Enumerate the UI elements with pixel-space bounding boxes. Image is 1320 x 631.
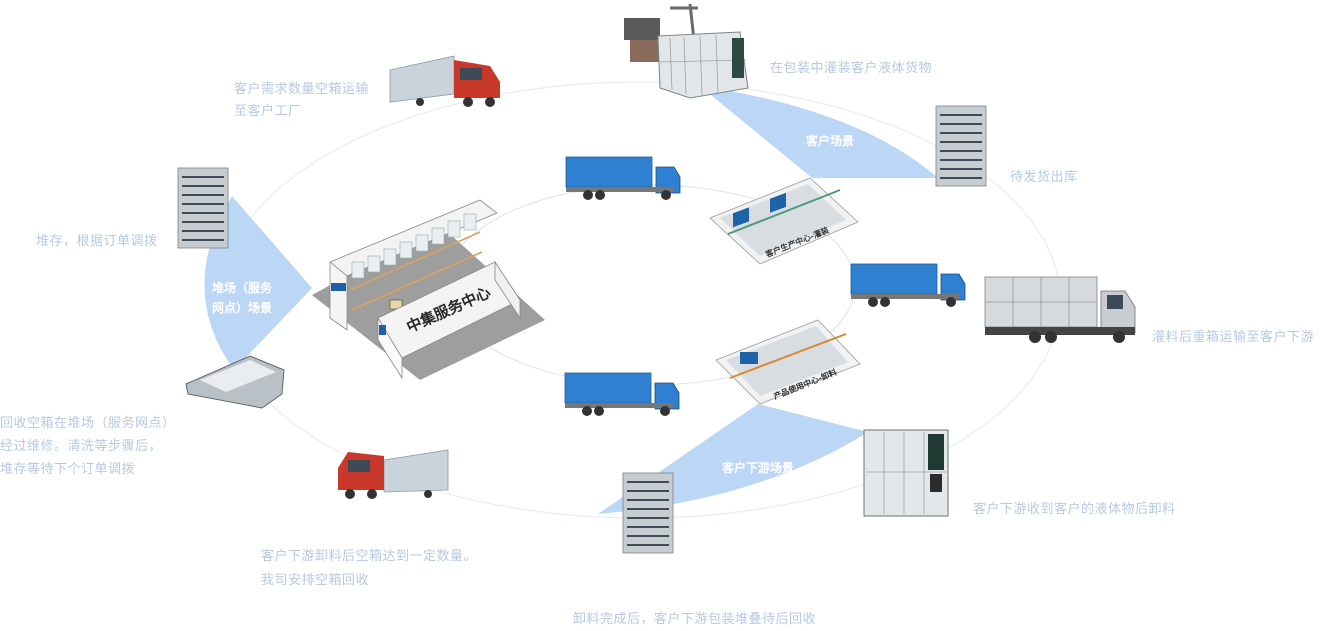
caption-awaiting-shipment: 待发货出库 bbox=[1010, 167, 1078, 189]
sector-label-yard: 堆场（服务 网点）场景 bbox=[212, 278, 272, 318]
caption-line: 回收空箱在堆场（服务网点） bbox=[0, 416, 176, 431]
unloading-facility-icon bbox=[715, 319, 861, 405]
caption-line: 灌料后重箱运输至客户下游 bbox=[1152, 330, 1315, 345]
caption-line: 堆存等待下个订单调拨 bbox=[0, 462, 136, 477]
caption-stack-recycle: 卸料完成后，客户下游包装堆叠待后回收 bbox=[573, 609, 816, 631]
caption-line: 客户需求数量空箱运输 bbox=[234, 82, 370, 97]
sector-label-customer: 客户场景 bbox=[806, 131, 854, 151]
sector-yard bbox=[204, 196, 312, 370]
silver-truck-icon bbox=[984, 276, 1136, 343]
sector-label-line: 客户下游场景 bbox=[722, 461, 795, 475]
caption-line: 经过维修。清洗等步骤后， bbox=[0, 439, 163, 454]
caption-line: 至客户工厂 bbox=[234, 104, 302, 119]
caption-line: 客户下游收到客户的液体物后卸料 bbox=[973, 502, 1176, 517]
red-truck-icon bbox=[338, 449, 449, 499]
blue-container-truck-icon bbox=[850, 263, 966, 307]
caption-yard-repair: 回收空箱在堆场（服务网点） 经过维修。清洗等步骤后， 堆存等待下个订单调拨 bbox=[0, 412, 176, 481]
caption-filling: 在包装中灌装客户液体货物 bbox=[770, 58, 932, 80]
sector-label-line: 网点）场景 bbox=[212, 301, 273, 315]
stacked-containers-icon bbox=[177, 167, 229, 249]
caption-line: 卸料完成后，客户下游包装堆叠待后回收 bbox=[573, 612, 817, 627]
stacked-containers-icon bbox=[622, 472, 674, 554]
stacked-containers-icon bbox=[935, 105, 987, 187]
caption-line: 客户下游卸料后空箱达到一定数量。 bbox=[261, 549, 478, 564]
caption-line: 堆存，根据订单调拨 bbox=[36, 234, 158, 249]
ibc-filling-machine-icon bbox=[624, 3, 749, 99]
red-truck-icon bbox=[389, 55, 500, 107]
blue-container-truck-icon bbox=[564, 372, 680, 416]
warehouse-icon bbox=[312, 199, 545, 380]
sector-label-line: 客户场景 bbox=[806, 134, 855, 148]
caption-empty-recycle: 客户下游卸料后空箱达到一定数量。 我司安排空箱回收 bbox=[261, 545, 477, 593]
ibc-container-icon bbox=[863, 429, 949, 517]
filling-facility-icon bbox=[709, 177, 859, 265]
caption-yard-storage: 堆存，根据订单调拨 bbox=[36, 231, 158, 253]
sector-customer bbox=[700, 86, 938, 178]
folded-container-icon bbox=[185, 355, 285, 409]
caption-line: 我司安排空箱回收 bbox=[261, 573, 370, 588]
caption-heavy-transport: 灌料后重箱运输至客户下游 bbox=[1152, 327, 1314, 349]
sector-label-downstream: 客户下游场景 bbox=[722, 458, 794, 478]
sector-label-line: 堆场（服务 bbox=[212, 281, 273, 295]
caption-line: 在包装中灌装客户液体货物 bbox=[770, 61, 933, 76]
blue-container-truck-icon bbox=[565, 156, 681, 200]
caption-downstream-unload: 客户下游收到客户的液体物后卸料 bbox=[973, 499, 1176, 521]
caption-empty-transport: 客户需求数量空箱运输 至客户工厂 bbox=[234, 79, 369, 123]
caption-line: 待发货出库 bbox=[1010, 170, 1078, 185]
